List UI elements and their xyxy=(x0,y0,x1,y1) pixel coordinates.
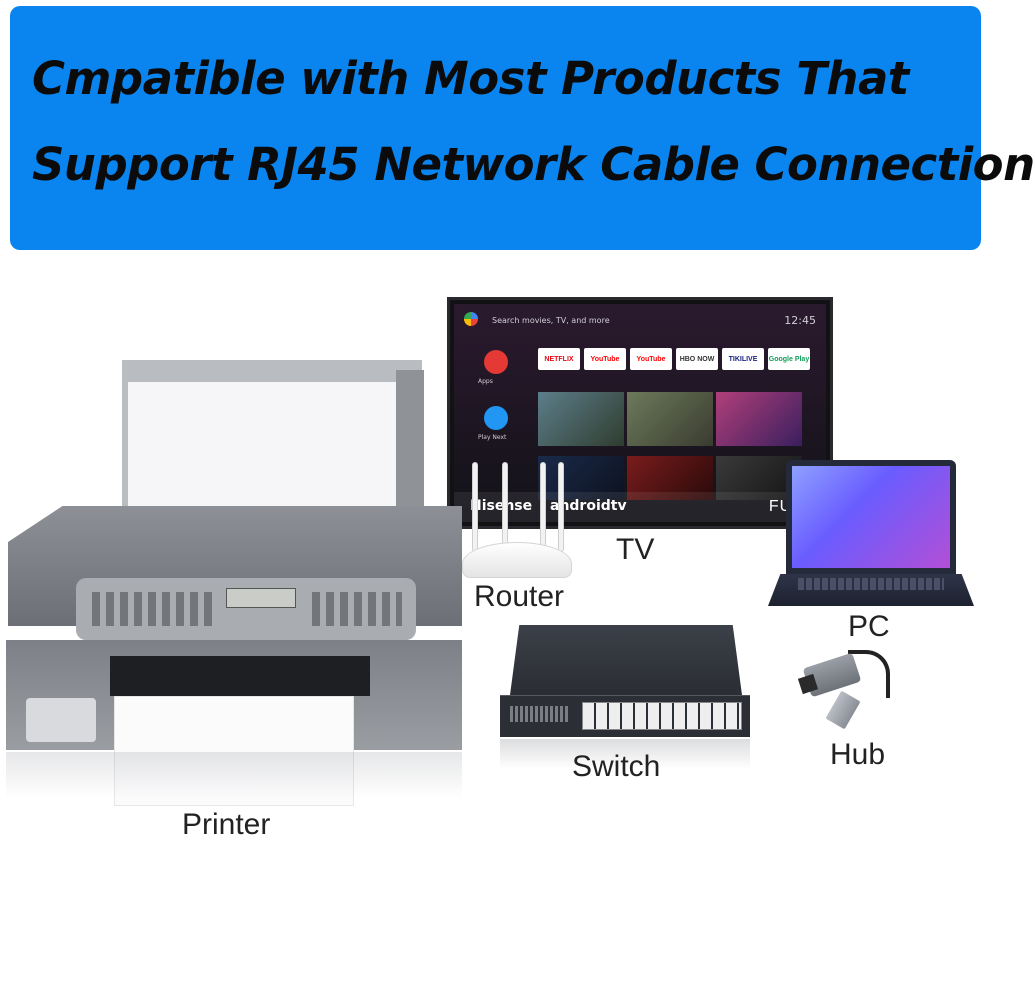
tv-search-text: Search movies, TV, and more xyxy=(492,316,610,325)
tv-screen: Search movies, TV, and more 12:45 Apps P… xyxy=(454,304,826,522)
antenna-icon xyxy=(540,462,546,552)
antenna-icon xyxy=(472,462,478,552)
tv-clock: 12:45 xyxy=(784,314,816,327)
tv-thumbnails-row-1 xyxy=(538,392,826,446)
headline-banner: Cmpatible with Most Products That Suppor… xyxy=(10,6,1035,250)
antenna-icon xyxy=(558,462,564,552)
switch-reflection xyxy=(500,739,750,769)
router-label: Router xyxy=(474,580,565,613)
switch-ports xyxy=(582,702,742,730)
tv-brand: Hisense xyxy=(470,498,532,514)
thumbnail xyxy=(716,392,802,446)
printer-keypad xyxy=(312,592,402,626)
tv-app-row: NETFLIX YouTube YouTube HBO NOW TIKILIVE… xyxy=(538,348,826,376)
printer-device xyxy=(6,360,462,810)
router-device xyxy=(462,450,572,578)
app-tile: TIKILIVE xyxy=(722,348,764,370)
switch-label: Switch xyxy=(572,750,661,783)
tv-label: TV xyxy=(616,533,655,566)
printer-label: Printer xyxy=(182,808,271,841)
thumbnail xyxy=(627,456,713,500)
apps-grid-icon xyxy=(484,350,508,374)
tv-top-bar: Search movies, TV, and more 12:45 xyxy=(464,310,816,330)
switch-front xyxy=(500,695,750,737)
printer-display xyxy=(226,588,296,608)
printer-card-reader xyxy=(26,698,96,742)
app-tile: YouTube xyxy=(584,348,626,370)
tv-os: androidtv xyxy=(550,498,627,514)
headline-line-1: Cmpatible with Most Products That xyxy=(32,52,909,105)
thumbnail xyxy=(627,392,713,446)
app-tile: YouTube xyxy=(630,348,672,370)
play-next-icon xyxy=(484,406,508,430)
printer-output-paper xyxy=(114,696,354,806)
printer-control-panel xyxy=(76,578,416,640)
router-body xyxy=(462,542,572,578)
laptop-screen xyxy=(792,466,950,568)
pc-label: PC xyxy=(848,610,890,643)
app-tile: Google Play xyxy=(768,348,810,370)
antenna-icon xyxy=(502,462,508,552)
thumbnail xyxy=(538,392,624,446)
tv-device: Search movies, TV, and more 12:45 Apps P… xyxy=(447,297,833,529)
switch-top xyxy=(510,625,742,695)
laptop-keyboard xyxy=(798,578,944,590)
tv-brand-bar xyxy=(454,492,826,522)
printer-keypad xyxy=(92,592,212,626)
apps-label: Apps xyxy=(478,378,493,385)
play-next-label: Play Next xyxy=(478,434,507,441)
headline-line-2: Support RJ45 Network Cable Connection xyxy=(32,138,1035,191)
google-assistant-icon xyxy=(464,312,478,326)
switch-device xyxy=(500,625,750,769)
app-tile: NETFLIX xyxy=(538,348,580,370)
printer-reflection xyxy=(6,752,462,798)
hub-label: Hub xyxy=(830,738,886,771)
laptop-device xyxy=(768,460,974,610)
thumbnail xyxy=(538,456,624,500)
hub-cable xyxy=(848,650,890,698)
printer-output-slot xyxy=(110,656,370,696)
switch-leds xyxy=(510,706,570,722)
app-tile: HBO NOW xyxy=(676,348,718,370)
laptop-lid xyxy=(786,460,956,574)
hub-device xyxy=(797,646,898,730)
